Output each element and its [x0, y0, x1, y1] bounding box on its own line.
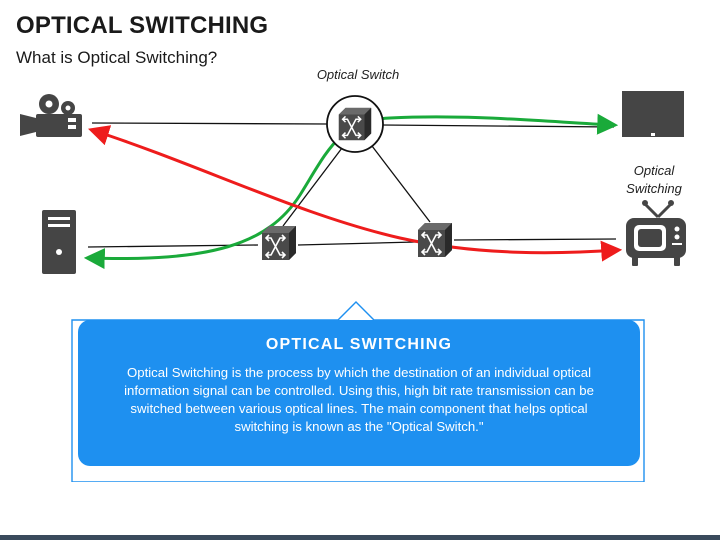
switch-left-icon — [261, 225, 297, 261]
switch-right-icon — [417, 222, 453, 258]
monitor-caption-line2: Switching — [626, 181, 682, 196]
page-title: OPTICAL SWITCHING — [16, 12, 269, 39]
footer-bar — [0, 535, 720, 540]
computer-tower-icon — [42, 210, 76, 274]
callout-body: Optical Switching is the process by whic… — [124, 365, 594, 434]
movie-camera-icon — [20, 94, 82, 137]
callout-box: OPTICAL SWITCHING Optical Switching is t… — [78, 320, 640, 466]
monitor-icon — [622, 91, 684, 137]
monitor-caption-line1: Optical — [633, 163, 675, 178]
monitor-caption: Optical Switching — [612, 162, 696, 198]
red-signal-path — [88, 125, 623, 262]
optical-switch-icon — [326, 95, 384, 153]
page-subtitle: What is Optical Switching? — [16, 48, 218, 67]
tv-icon — [626, 200, 686, 266]
callout-title: OPTICAL SWITCHING — [265, 336, 453, 353]
optical-switch-label: Optical Switch — [316, 67, 400, 82]
network-diagram — [20, 91, 686, 274]
